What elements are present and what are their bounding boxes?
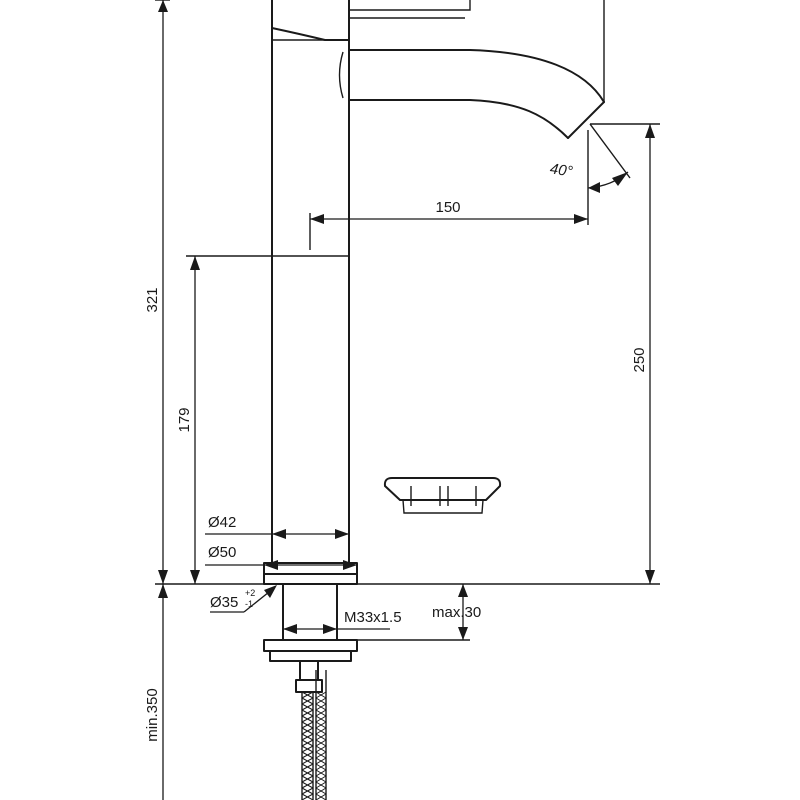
dimension-max-deck: max.30 — [432, 584, 481, 640]
faucet-body — [271, 0, 471, 564]
reference-lines — [155, 0, 660, 641]
dimension-body-diameter: Ø42 — [205, 514, 349, 539]
dimension-spout-reach: 150 — [309, 130, 589, 250]
braided-hoses — [301, 670, 327, 800]
spout-height-label: 250 — [631, 347, 648, 372]
body-height-label: 179 — [176, 407, 193, 432]
spout-reach-label: 150 — [435, 199, 460, 216]
dimension-hole-diameter: Ø35 +2 -1 — [210, 585, 277, 613]
dimension-min-hose: min.350 — [144, 584, 168, 800]
dimension-body-height: 179 — [176, 256, 200, 584]
dimension-thread: M33x1.5 — [283, 609, 402, 634]
dimension-spout-height: 250 — [631, 124, 655, 584]
base-assembly — [263, 562, 358, 693]
thread-label: M33x1.5 — [344, 609, 402, 626]
body-diameter-label: Ø42 — [208, 514, 236, 531]
total-height-label: 321 — [144, 287, 161, 312]
hole-diameter-label: Ø35 — [210, 594, 238, 611]
dimension-base-diameter: Ø50 — [205, 544, 357, 570]
min-hose-label: min.350 — [144, 688, 161, 741]
drain-symbol — [383, 477, 502, 514]
hole-tolerance-lower: -1 — [245, 599, 253, 609]
faucet-spout — [338, 0, 605, 139]
spout-angle-label: 40° — [549, 160, 574, 180]
hole-tolerance-upper: +2 — [245, 588, 255, 598]
dimension-total-height: 321 — [144, 0, 168, 584]
max-deck-label: max.30 — [432, 604, 481, 621]
dimension-spout-angle: 40° — [549, 123, 631, 193]
base-diameter-label: Ø50 — [208, 544, 236, 561]
